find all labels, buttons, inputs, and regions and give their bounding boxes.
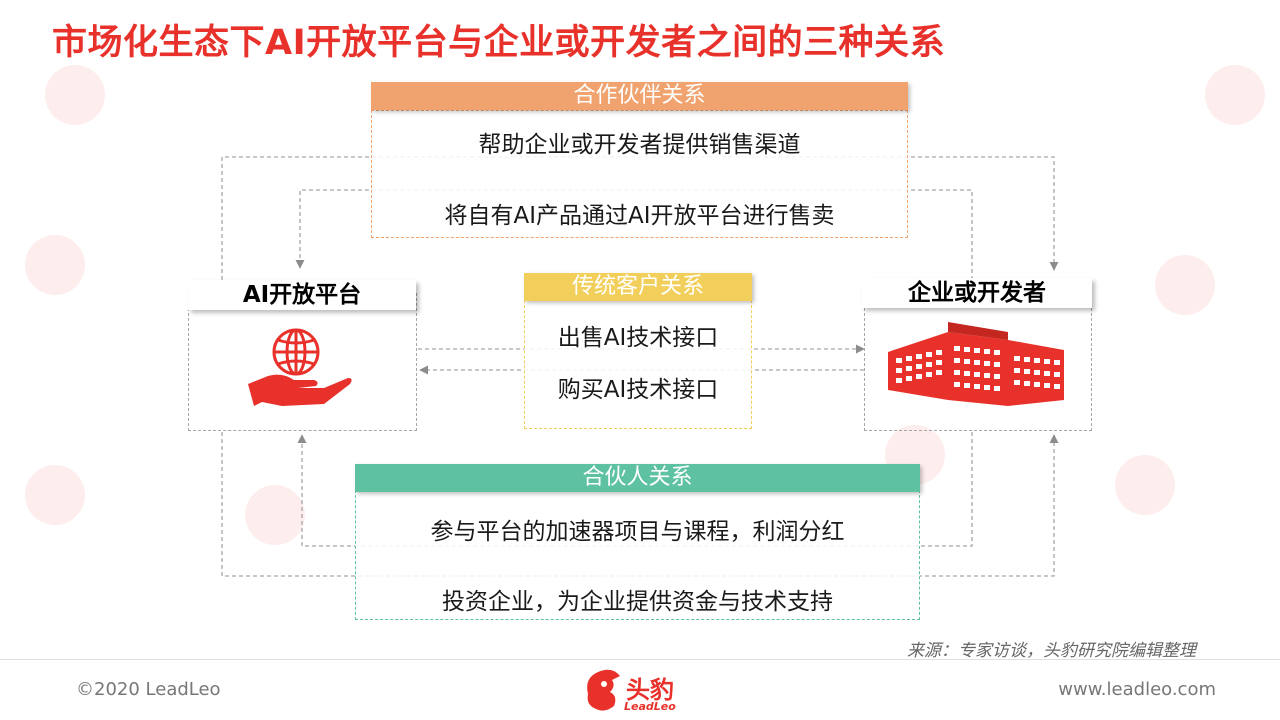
- copartner-item: 投资企业，为企业提供资金与技术支持: [442, 589, 833, 615]
- footer-divider: [0, 659, 1280, 660]
- traditional-header: 传统客户关系: [524, 273, 752, 301]
- watermark-logo-icon: [25, 235, 85, 295]
- building-icon: [888, 322, 1064, 406]
- watermark-logo-icon: [1205, 65, 1265, 125]
- partnership-item: 将自有AI产品通过AI开放平台进行售卖: [444, 203, 835, 229]
- watermark-logo-icon: [1155, 255, 1215, 315]
- website-link[interactable]: www.leadleo.com: [1058, 679, 1216, 700]
- traditional-box: [524, 300, 752, 429]
- watermark-logo-icon: [1115, 455, 1175, 515]
- partnership-header: 合作伙伴关系: [371, 82, 908, 110]
- copartner-header: 合伙人关系: [355, 464, 920, 492]
- source-note: 来源：专家访谈，头豹研究院编辑整理: [907, 641, 1196, 661]
- logo-subtext: LeadLeo: [624, 700, 676, 713]
- traditional-item: 购买AI技术接口: [557, 377, 719, 403]
- traditional-item: 出售AI技术接口: [557, 325, 719, 351]
- copartner-item: 参与平台的加速器项目与课程，利润分红: [430, 519, 845, 545]
- page-title: 市场化生态下AI开放平台与企业或开发者之间的三种关系: [52, 23, 946, 63]
- watermark-logo-icon: [45, 65, 105, 125]
- watermark-logo-icon: [25, 465, 85, 525]
- watermark-logo-icon: [245, 485, 305, 545]
- ai-platform-label: AI开放平台: [188, 280, 416, 310]
- partnership-item: 帮助企业或开发者提供销售渠道: [478, 132, 801, 158]
- leopard-logo-icon: [587, 669, 620, 711]
- copartner-box: [355, 490, 920, 620]
- enterprise-label: 企业或开发者: [862, 278, 1092, 308]
- copyright: ©2020 LeadLeo: [76, 679, 221, 700]
- partnership-box: [371, 110, 908, 238]
- globe-hand-icon: [248, 328, 352, 406]
- logo-text: 头豹: [626, 676, 674, 704]
